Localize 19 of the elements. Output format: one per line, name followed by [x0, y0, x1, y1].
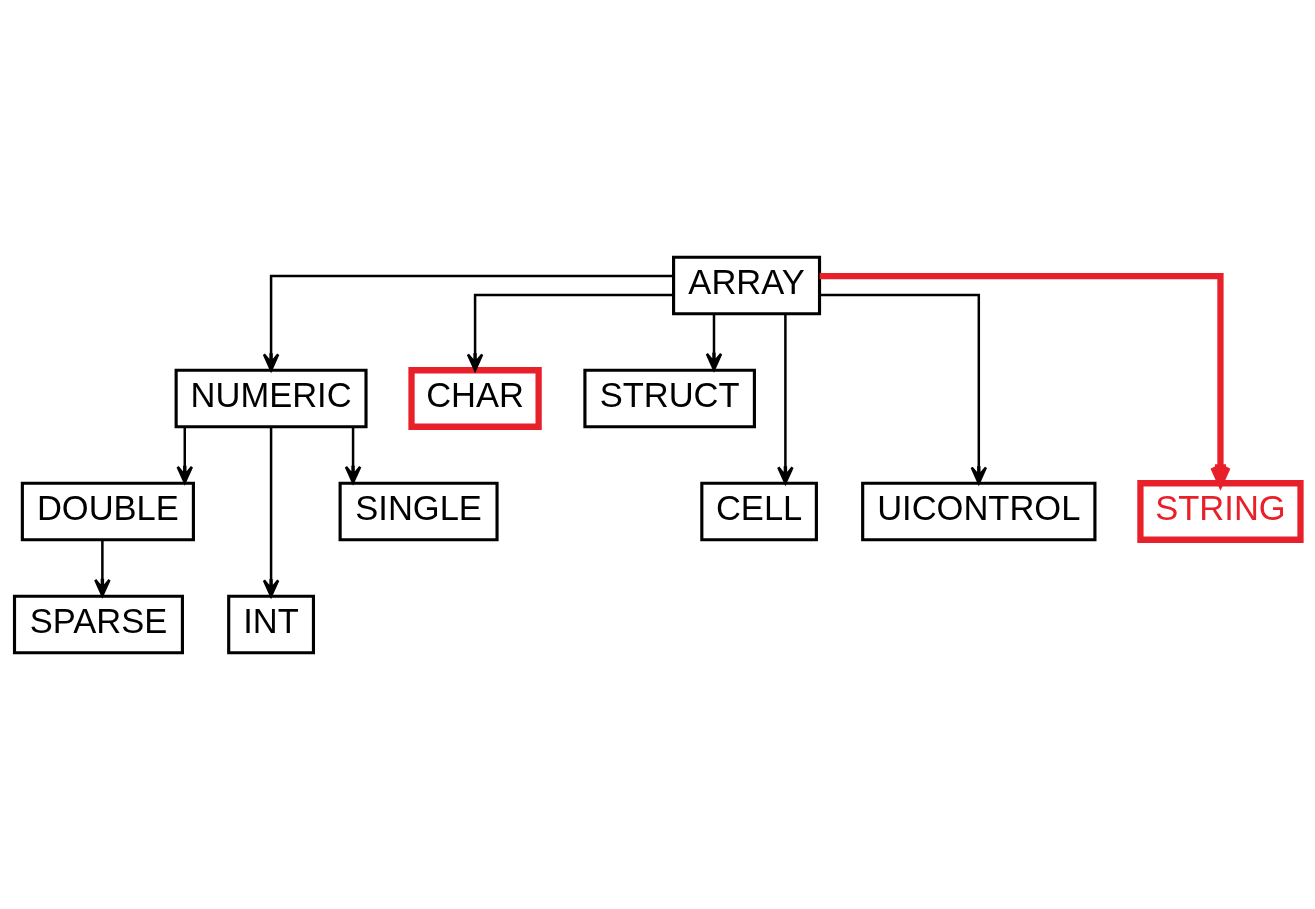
node-box: SPARSE — [12, 594, 184, 654]
node-box: SINGLE — [338, 481, 499, 541]
arrow — [262, 274, 674, 371]
node-box: DOUBLE — [20, 481, 195, 541]
node-box: ARRAY — [672, 255, 822, 315]
node-box: NUMERIC — [174, 368, 368, 428]
node-box: STRING — [1137, 479, 1304, 543]
node-box: CHAR — [408, 366, 542, 430]
arrow — [705, 313, 723, 371]
node-box: INT — [227, 594, 315, 654]
node-box: STRUCT — [583, 368, 756, 428]
arrow — [777, 313, 794, 484]
node-box: UICONTROL — [861, 481, 1097, 541]
arrow — [344, 426, 362, 484]
arrow — [262, 426, 280, 597]
node-box: CELL — [700, 481, 818, 541]
arrow — [466, 293, 674, 371]
arrow — [176, 426, 194, 484]
arrow — [94, 539, 111, 597]
